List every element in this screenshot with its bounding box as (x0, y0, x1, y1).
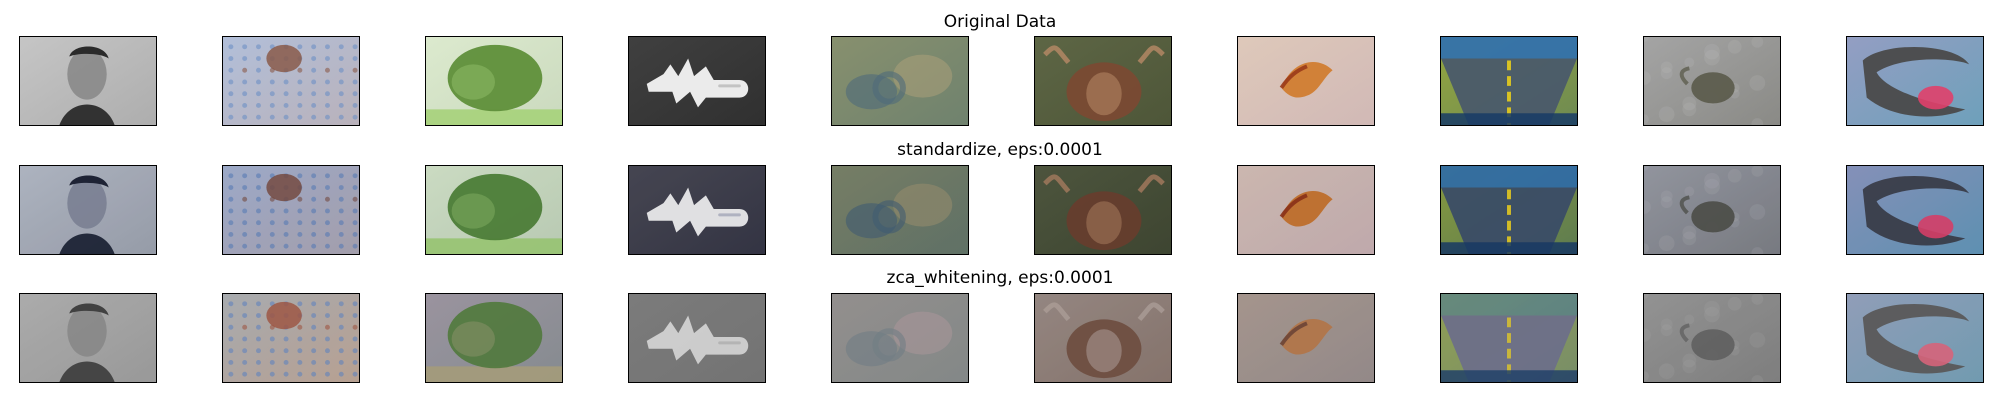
thumbnail-orig-1 (19, 36, 157, 126)
thumbnail-image-zca-1 (20, 294, 156, 382)
thumbnail-std-7 (1237, 165, 1375, 255)
row-title-std: standardize, eps:0.0001 (897, 140, 1103, 160)
thumbnail-image-std-2 (223, 166, 359, 254)
row-title-zca: zca_whitening, eps:0.0001 (886, 268, 1114, 288)
thumbnail-zca-1 (19, 293, 157, 383)
row-title-orig: Original Data (943, 12, 1057, 32)
thumbnail-std-5 (831, 165, 969, 255)
thumbnail-zca-3 (425, 293, 563, 383)
thumbnail-orig-9 (1643, 36, 1781, 126)
thumbnail-image-orig-7 (1238, 37, 1374, 125)
thumbnail-std-2 (222, 165, 360, 255)
thumbnail-zca-5 (831, 293, 969, 383)
thumbnail-image-zca-7 (1238, 294, 1374, 382)
thumbnail-orig-5 (831, 36, 969, 126)
thumbnail-orig-7 (1237, 36, 1375, 126)
thumbnail-image-zca-2 (223, 294, 359, 382)
thumbnail-image-zca-9 (1644, 294, 1780, 382)
thumbnail-image-orig-1 (20, 37, 156, 125)
thumbnail-zca-10 (1846, 293, 1984, 383)
thumbnail-image-zca-3 (426, 294, 562, 382)
thumbnail-image-orig-8 (1441, 37, 1577, 125)
thumbnail-zca-6 (1034, 293, 1172, 383)
thumbnail-image-orig-10 (1847, 37, 1983, 125)
thumbnail-image-std-3 (426, 166, 562, 254)
thumbnail-std-10 (1846, 165, 1984, 255)
thumbnail-image-std-9 (1644, 166, 1780, 254)
thumbnail-image-zca-6 (1035, 294, 1171, 382)
thumbnail-image-std-8 (1441, 166, 1577, 254)
thumbnail-std-8 (1440, 165, 1578, 255)
thumbnail-std-4 (628, 165, 766, 255)
thumbnail-std-9 (1643, 165, 1781, 255)
thumbnail-image-orig-3 (426, 37, 562, 125)
thumbnail-std-3 (425, 165, 563, 255)
thumbnail-image-std-6 (1035, 166, 1171, 254)
thumbnail-image-orig-9 (1644, 37, 1780, 125)
thumbnail-image-zca-8 (1441, 294, 1577, 382)
thumbnail-image-std-5 (832, 166, 968, 254)
thumbnail-image-std-4 (629, 166, 765, 254)
thumbnail-zca-2 (222, 293, 360, 383)
thumbnail-image-orig-6 (1035, 37, 1171, 125)
thumbnail-std-1 (19, 165, 157, 255)
thumbnail-image-std-1 (20, 166, 156, 254)
thumbnail-orig-6 (1034, 36, 1172, 126)
thumbnail-orig-10 (1846, 36, 1984, 126)
thumbnail-image-zca-5 (832, 294, 968, 382)
thumbnail-zca-7 (1237, 293, 1375, 383)
thumbnail-image-orig-4 (629, 37, 765, 125)
thumbnail-image-std-7 (1238, 166, 1374, 254)
thumbnail-image-zca-4 (629, 294, 765, 382)
thumbnail-image-zca-10 (1847, 294, 1983, 382)
thumbnail-orig-2 (222, 36, 360, 126)
thumbnail-orig-3 (425, 36, 563, 126)
thumbnail-std-6 (1034, 165, 1172, 255)
thumbnail-image-std-10 (1847, 166, 1983, 254)
thumbnail-zca-9 (1643, 293, 1781, 383)
thumbnail-zca-4 (628, 293, 766, 383)
thumbnail-orig-4 (628, 36, 766, 126)
thumbnail-zca-8 (1440, 293, 1578, 383)
thumbnail-image-orig-5 (832, 37, 968, 125)
thumbnail-image-orig-2 (223, 37, 359, 125)
thumbnail-orig-8 (1440, 36, 1578, 126)
